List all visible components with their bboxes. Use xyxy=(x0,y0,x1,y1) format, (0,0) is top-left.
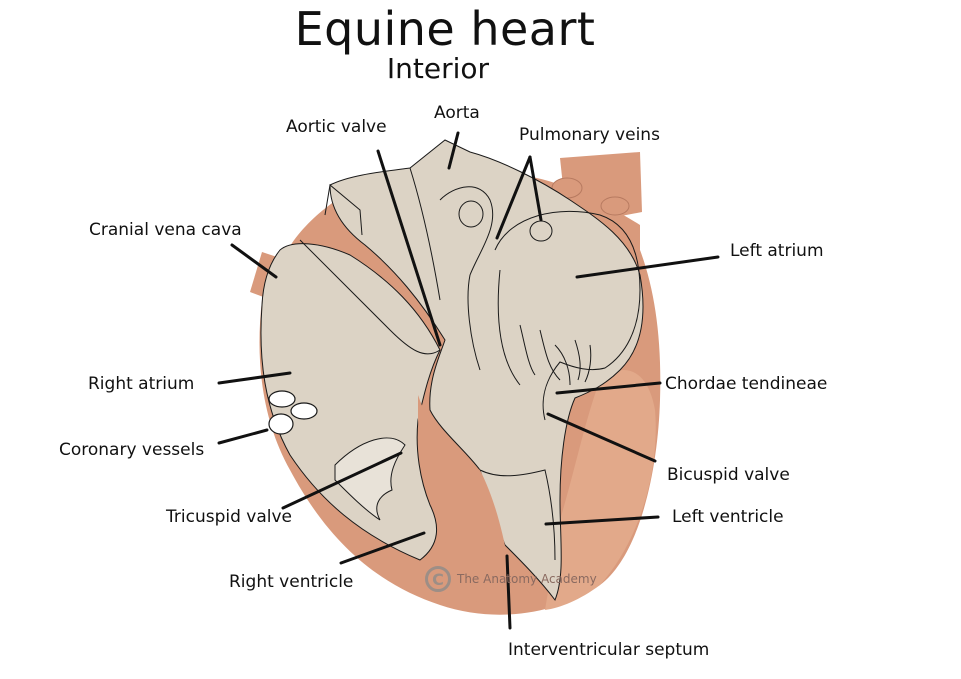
label-left-atrium: Left atrium xyxy=(730,241,824,261)
leader-coronary-vessels xyxy=(219,430,267,443)
label-pulmonary-veins: Pulmonary veins xyxy=(519,125,660,145)
label-interventricular-septum: Interventricular septum xyxy=(508,640,709,660)
label-left-ventricle: Left ventricle xyxy=(672,507,784,527)
coronary-vessel-1 xyxy=(269,391,295,407)
coronary-vessel-3 xyxy=(269,414,293,434)
label-aorta: Aorta xyxy=(434,103,480,123)
pulmonary-vein-cut-2 xyxy=(601,197,629,215)
label-aortic-valve: Aortic valve xyxy=(286,117,387,137)
label-cranial-vena-cava: Cranial vena cava xyxy=(89,220,242,240)
label-coronary-vessels: Coronary vessels xyxy=(59,440,204,460)
label-tricuspid-valve: Tricuspid valve xyxy=(166,507,292,527)
copyright-watermark: C The Anatomy Academy xyxy=(425,566,597,592)
label-right-atrium: Right atrium xyxy=(88,374,194,394)
coronary-vessel-2 xyxy=(291,403,317,419)
watermark-text: The Anatomy Academy xyxy=(457,572,597,586)
label-right-ventricle: Right ventricle xyxy=(229,572,353,592)
label-chordae-tendineae: Chordae tendineae xyxy=(665,374,827,394)
label-bicuspid-valve: Bicuspid valve xyxy=(667,465,790,485)
copyright-icon: C xyxy=(425,566,451,592)
